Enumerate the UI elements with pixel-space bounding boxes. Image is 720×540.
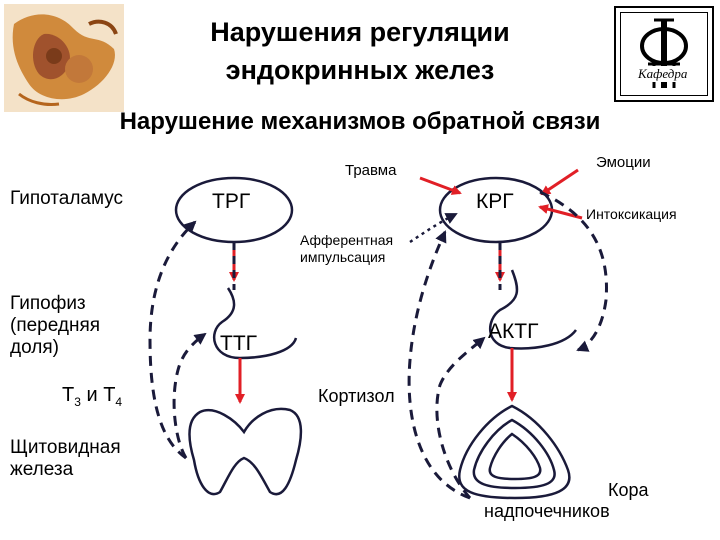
arrow-intoxication [538, 204, 583, 220]
label-cortisol: Кортизол [318, 386, 395, 406]
anatomy-illustration [4, 4, 124, 112]
pituitary-right-shape [488, 269, 578, 350]
adrenal-outer-shape [458, 404, 571, 500]
label-trauma: Травма [345, 162, 397, 179]
label-adrenal-line1: Кора [608, 480, 649, 500]
label-pituitary-line1: Гипофиз [10, 293, 86, 314]
page-subtitle: Нарушение механизмов обратной связи [119, 108, 601, 135]
pituitary-left-shape [212, 287, 298, 360]
label-emotions: Эмоции [596, 154, 651, 171]
label-t3-t4: Т3 и Т4 [62, 384, 123, 409]
logo-caption: Кафедра [636, 66, 690, 82]
label-krg: КРГ [476, 190, 514, 213]
feedback-adrenal-to-hypothalamus [407, 230, 471, 500]
department-logo: Кафедра [614, 6, 714, 102]
arrow-trauma [419, 176, 462, 195]
label-trg: ТРГ [212, 190, 251, 213]
dashed-right-loop [539, 190, 608, 352]
label-intoxication: Интоксикация [586, 206, 677, 222]
thyroid-shape [188, 407, 303, 496]
page-title-line1: Нарушения регуляции [210, 17, 510, 47]
label-thyroid-line1: Щитовидная [10, 437, 121, 458]
label-ttg: ТТГ [220, 332, 258, 355]
feedback-thyroid-to-hypothalamus [148, 220, 197, 460]
label-pituitary-line2: (передняя [10, 315, 101, 336]
page-title-line2: эндокринных желез [225, 55, 495, 85]
feedback-thyroid-to-pituitary [172, 332, 207, 459]
label-afferent-line1: Афферентная [300, 232, 394, 248]
label-aktg: АКТГ [488, 320, 539, 343]
label-hypothalamus: Гипоталамус [10, 188, 124, 209]
dashed-afferent-arrow [409, 212, 458, 244]
label-pituitary-line3: доля) [10, 337, 59, 358]
adrenal-middle-shape [472, 418, 556, 490]
arrow-emotions [540, 168, 579, 196]
label-adrenal-line2: надпочечников [484, 501, 610, 521]
label-thyroid-line2: железа [10, 459, 74, 480]
adrenal-inner-shape [488, 432, 542, 481]
label-afferent-line2: импульсация [300, 249, 386, 265]
